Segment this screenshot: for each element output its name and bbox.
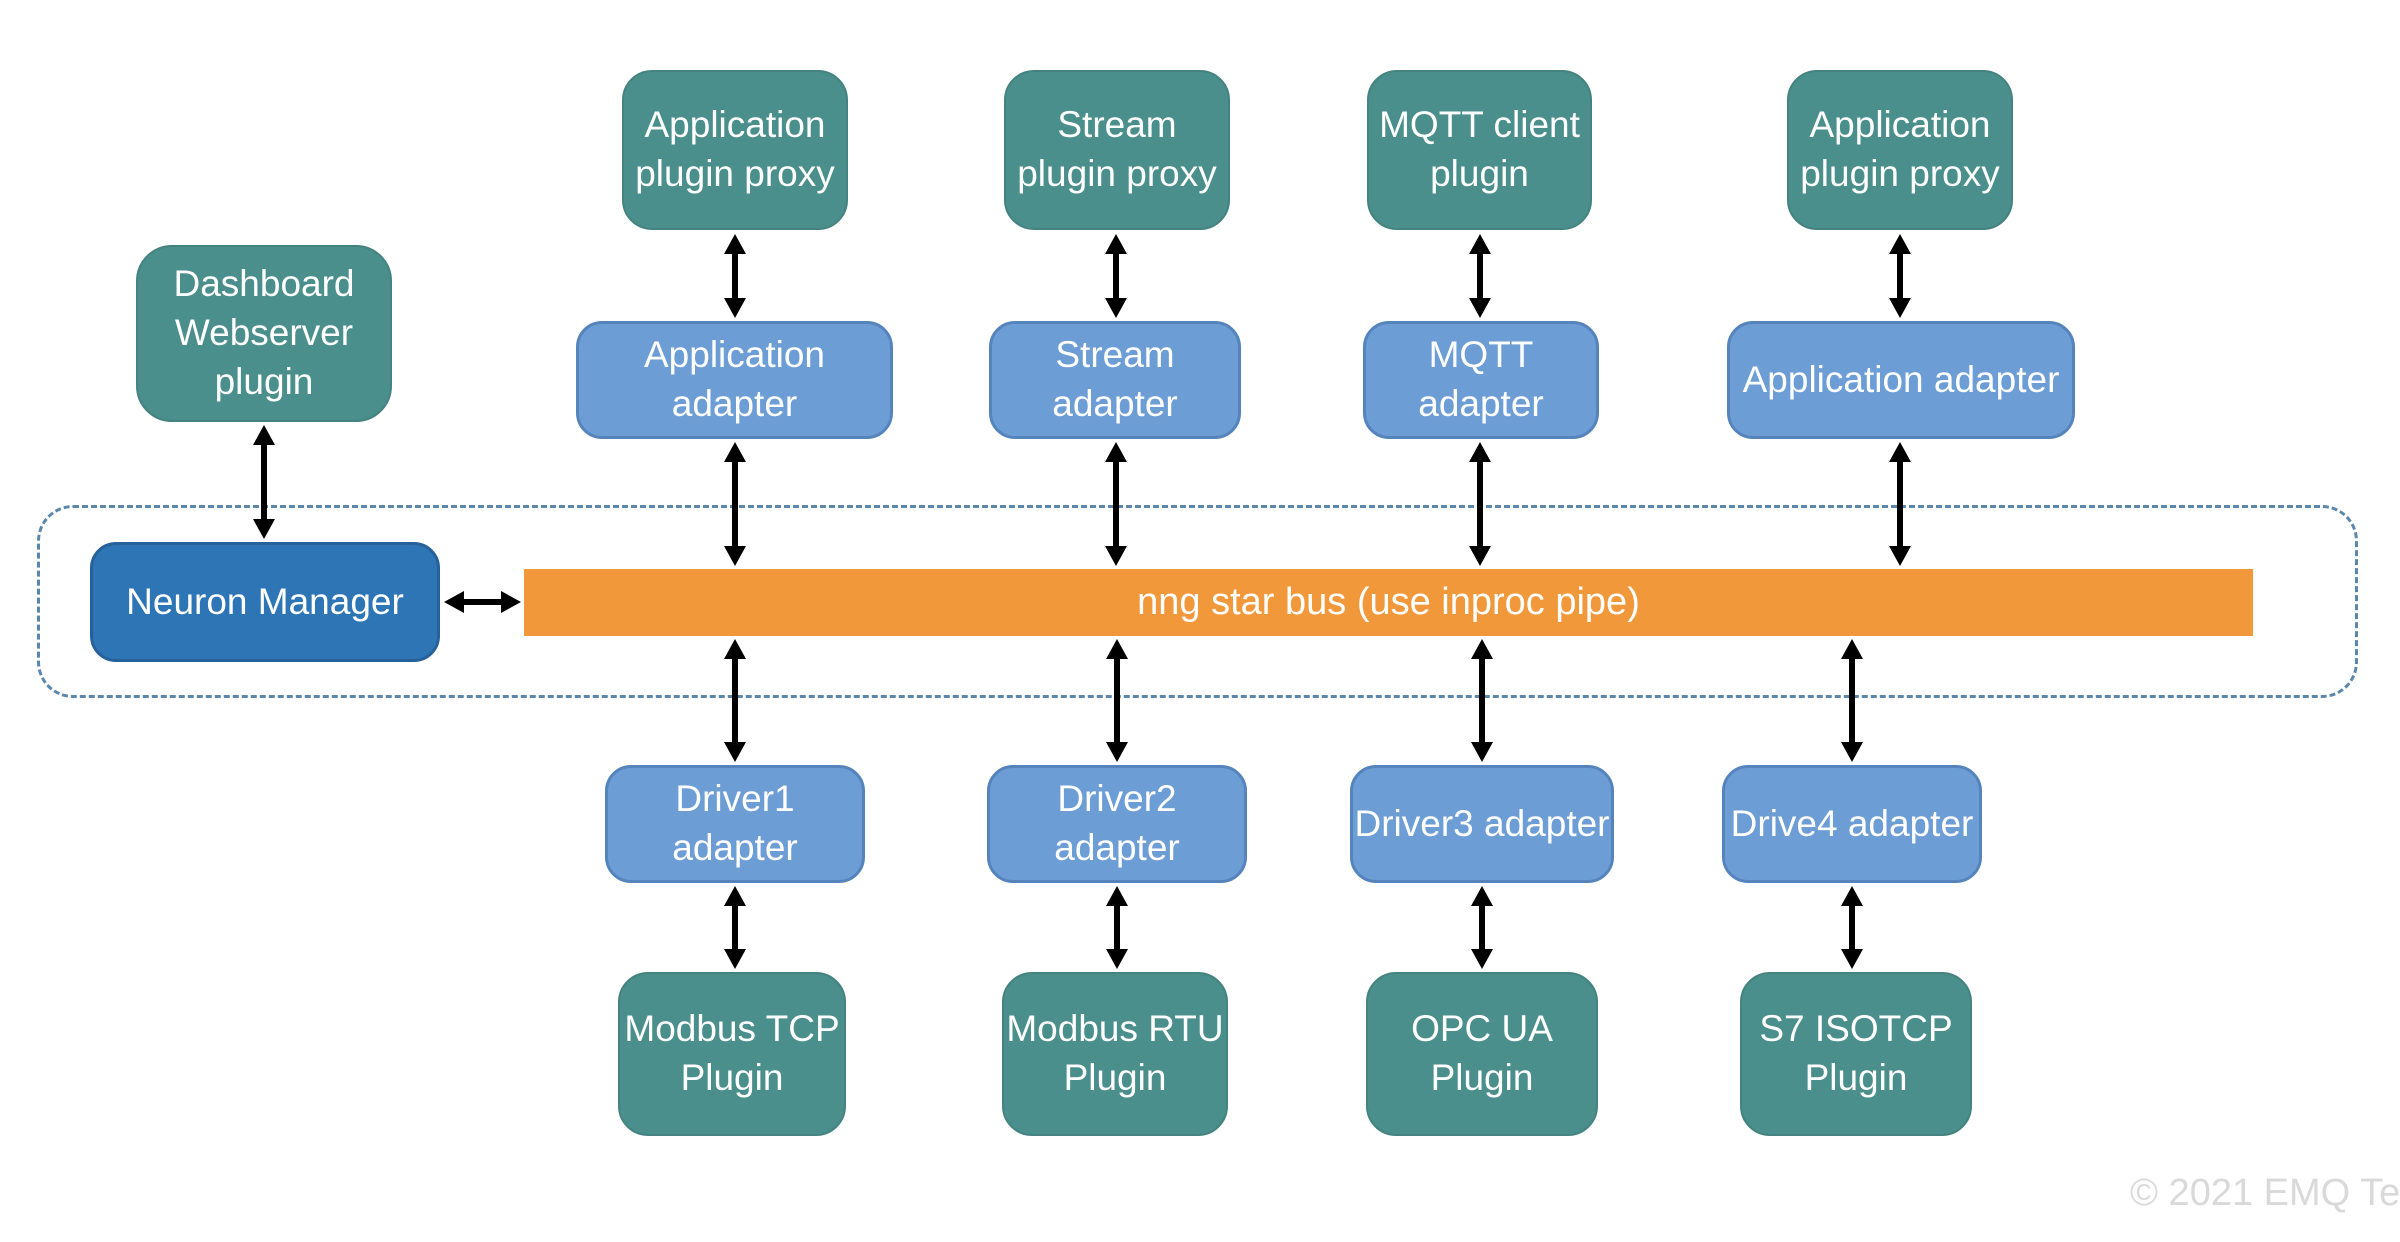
arrow-app-adapter-1-bus: [722, 442, 748, 566]
node-stream-adapter: Stream adapter: [989, 321, 1241, 439]
node-application-plugin-proxy-1: Application plugin proxy: [622, 70, 848, 230]
arrow-bus-driver2-adapter: [1104, 639, 1130, 762]
node-s7-isotcp-plugin: S7 ISOTCP Plugin: [1740, 972, 1972, 1136]
arrow-bus-driver1-adapter: [722, 639, 748, 762]
node-neuron-manager: Neuron Manager: [90, 542, 440, 662]
copyright-watermark: © 2021 EMQ Techn: [2130, 1172, 2400, 1214]
node-dashboard-webserver-plugin: Dashboard Webserver plugin: [136, 245, 392, 422]
node-mqtt-adapter: MQTT adapter: [1363, 321, 1599, 439]
arrow-drive4-s7-isotcp: [1839, 886, 1865, 969]
core-dashed-container: [37, 505, 2358, 698]
node-driver1-adapter: Driver1 adapter: [605, 765, 865, 883]
arrow-driver2-modbus-rtu: [1104, 886, 1130, 969]
node-opc-ua-plugin: OPC UA Plugin: [1366, 972, 1598, 1136]
arrow-mqtt-adapter-bus: [1467, 442, 1493, 566]
arrow-neuron-manager-bus: [444, 589, 521, 615]
arrow-mqtt-client-mqtt-adapter: [1467, 234, 1493, 318]
node-driver2-adapter: Driver2 adapter: [987, 765, 1247, 883]
node-driver3-adapter: Driver3 adapter: [1350, 765, 1614, 883]
node-mqtt-client-plugin: MQTT client plugin: [1367, 70, 1592, 230]
node-application-adapter-2: Application adapter: [1727, 321, 2075, 439]
node-stream-plugin-proxy: Stream plugin proxy: [1004, 70, 1230, 230]
arrow-app-proxy-2-app-adapter-2: [1887, 234, 1913, 318]
node-application-adapter-1: Application adapter: [576, 321, 893, 439]
arrow-stream-proxy-stream-adapter: [1103, 234, 1129, 318]
arrow-bus-drive4-adapter: [1839, 639, 1865, 762]
arrow-driver3-opc-ua: [1469, 886, 1495, 969]
node-application-plugin-proxy-2: Application plugin proxy: [1787, 70, 2013, 230]
arrow-stream-adapter-bus: [1103, 442, 1129, 566]
arrow-app-proxy-1-app-adapter-1: [722, 234, 748, 318]
node-drive4-adapter: Drive4 adapter: [1722, 765, 1982, 883]
arrow-driver1-modbus-tcp: [722, 886, 748, 969]
node-modbus-tcp-plugin: Modbus TCP Plugin: [618, 972, 846, 1136]
nng-star-bus-bar: nng star bus (use inproc pipe): [524, 569, 2253, 636]
node-modbus-rtu-plugin: Modbus RTU Plugin: [1002, 972, 1228, 1136]
arrow-app-adapter-2-bus: [1887, 442, 1913, 566]
arrow-dashboard-neuron-manager: [251, 425, 277, 539]
arrow-bus-driver3-adapter: [1469, 639, 1495, 762]
